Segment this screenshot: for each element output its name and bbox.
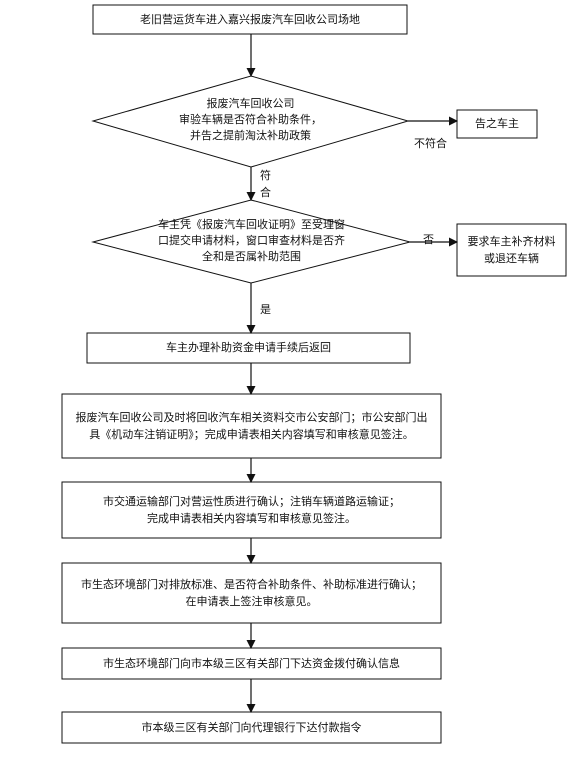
district-instruct-box bbox=[61, 711, 442, 744]
notify-owner-text: 告之车主 bbox=[475, 117, 519, 130]
start-text: 老旧营运货车进入嘉兴报废汽车回收公司场地 bbox=[140, 13, 360, 26]
start-box bbox=[92, 4, 408, 35]
request-materials-box bbox=[456, 223, 567, 277]
ecology-issue-box bbox=[61, 647, 442, 680]
eligibility-text: 报废汽车回收公司 审验车辆是否符合补助条件， 并告之提前淘汰补助政策 bbox=[179, 97, 322, 142]
label-eligible-2: 合 bbox=[260, 186, 271, 199]
request-materials-text: 要求车主补齐材料 或退还车辆 bbox=[467, 235, 556, 265]
ecology-issue-text: 市生态环境部门向市本级三区有关部门下达资金拨付确认信息 bbox=[103, 657, 400, 670]
owner-return-box bbox=[86, 332, 411, 364]
label-eligible-1: 符 bbox=[260, 169, 271, 182]
transport-text: 市交通运输部门对营运性质进行确认；注销车辆道路运输证； 完成申请表相关内容填写和… bbox=[103, 495, 400, 525]
owner-return-text: 车主办理补助资金申请手续后返回 bbox=[166, 341, 331, 354]
notify-owner-box bbox=[456, 109, 538, 139]
public-security-text: 报废汽车回收公司及时将回收汽车相关资料交市公安部门；市公安部门出 具《机动车注销… bbox=[75, 411, 428, 441]
label-yes: 是 bbox=[260, 303, 271, 316]
public-security-box bbox=[61, 393, 442, 459]
ecology-confirm-text: 市生态环境部门对排放标准、是否符合补助条件、补助标准进行确认； 在申请表上签注审… bbox=[81, 578, 422, 608]
transport-box bbox=[61, 481, 442, 539]
label-no: 否 bbox=[423, 233, 434, 246]
district-instruct-text: 市本级三区有关部门向代理银行下达付款指令 bbox=[141, 721, 362, 734]
submit-application-text: 车主凭《报废汽车回收证明》至受理窗 口提交申请材料，窗口审查材料是否齐 全和是否… bbox=[158, 218, 345, 263]
ecology-confirm-box bbox=[61, 562, 442, 624]
label-not-eligible: 不符合 bbox=[414, 137, 447, 150]
